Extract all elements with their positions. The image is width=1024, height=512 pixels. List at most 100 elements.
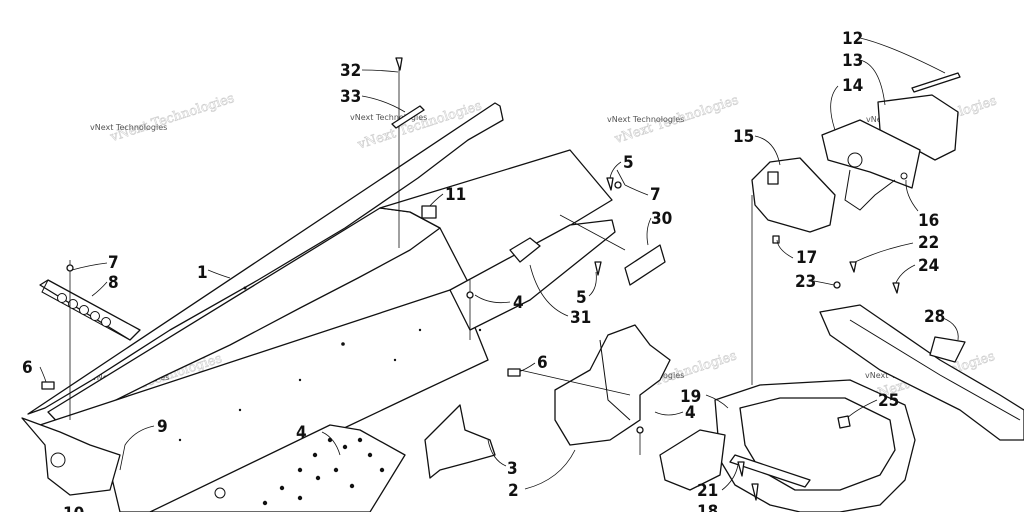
- axis-line: [559, 214, 626, 251]
- perforation: [297, 495, 303, 501]
- screw-5a: [606, 177, 614, 191]
- callout-13: 13: [842, 51, 863, 71]
- callout-24: 24: [918, 256, 939, 276]
- washer-23: [833, 281, 841, 289]
- callout-18: 18: [697, 502, 718, 512]
- snow-flap-body: [819, 304, 1024, 441]
- rivet: [341, 342, 345, 346]
- clip-11: [421, 205, 437, 219]
- perforation: [297, 467, 303, 473]
- callout-31: 31: [570, 308, 591, 328]
- rear-bracket: [424, 404, 496, 479]
- leader-28: [942, 317, 959, 341]
- tail-light-wire: [844, 169, 896, 211]
- leader-8: [91, 281, 108, 297]
- lens-clip: [767, 171, 779, 185]
- nut-4: [466, 291, 474, 299]
- vent-hole: [79, 305, 89, 315]
- bracket-hole: [50, 452, 66, 468]
- rivet: [478, 328, 482, 332]
- leader-7b: [624, 184, 649, 196]
- perforation: [367, 452, 373, 458]
- clip-25: [837, 415, 851, 429]
- perforation: [333, 467, 339, 473]
- callout-2: 2: [508, 481, 519, 501]
- leader-17: [776, 239, 794, 259]
- leader-22: [854, 242, 914, 263]
- axis-line: [616, 169, 626, 186]
- perforation: [262, 500, 268, 506]
- decal-28: [929, 336, 966, 363]
- callout-8: 8: [108, 273, 119, 293]
- callout-4c: 4: [685, 403, 696, 423]
- reflector-strip: [729, 454, 811, 488]
- rivet: [298, 378, 302, 382]
- tail-light-lens: [751, 157, 836, 233]
- washer-7: [66, 264, 74, 272]
- flange-hole: [214, 487, 226, 499]
- callout-19: 19: [680, 387, 701, 407]
- perforation: [357, 437, 363, 443]
- rivet: [418, 328, 422, 332]
- bracket-fold: [599, 339, 631, 421]
- rivet: [238, 408, 242, 412]
- leader-3: [487, 439, 507, 467]
- wire-connector: [900, 172, 908, 180]
- leader-16: [905, 179, 919, 212]
- callout-22: 22: [918, 233, 939, 253]
- tail-light-assembly: [751, 72, 961, 244]
- tunnel-front-bracket: [21, 417, 121, 496]
- leader-4b: [474, 294, 511, 304]
- leader-14: [830, 85, 839, 131]
- assembly-axes: [69, 60, 753, 455]
- leader-24: [894, 264, 916, 286]
- snow-flap-rib: [849, 319, 1021, 421]
- callout-28: 28: [924, 307, 945, 327]
- callout-7b: 7: [650, 185, 661, 205]
- nut-4c: [636, 426, 644, 434]
- leader-21: [721, 464, 739, 491]
- leader-4c: [654, 411, 684, 416]
- screw-5b: [594, 261, 602, 276]
- callout-11: 11: [445, 185, 466, 205]
- leader-5b: [588, 271, 597, 297]
- tunnel-top-rail: [27, 102, 504, 415]
- callout-6a: 6: [22, 358, 33, 378]
- callout-21: 21: [697, 481, 718, 501]
- perforation: [279, 485, 285, 491]
- callout-15: 15: [733, 127, 754, 147]
- callout-5b: 5: [576, 288, 587, 308]
- callout-labels: 1 2 3 4 4 4 5 5 6 6 7 7 8 9 10 11 12 13 …: [22, 29, 945, 512]
- hardware: [41, 57, 900, 501]
- vent-hole: [101, 317, 111, 327]
- heat-shield-body: [39, 279, 141, 341]
- callout-4b: 4: [513, 293, 524, 313]
- watermark-ghost: vNext Technologies: [108, 91, 236, 145]
- callout-4a: 4: [296, 423, 307, 443]
- screw-24: [892, 282, 900, 294]
- lens-nut: [772, 235, 780, 244]
- callout-1: 1: [197, 263, 208, 283]
- vent-hole: [57, 293, 67, 303]
- perforation: [312, 452, 318, 458]
- callout-33: 33: [340, 87, 361, 107]
- washer-7b: [614, 181, 622, 189]
- rivet: [178, 438, 182, 442]
- leader-9: [119, 425, 155, 471]
- leader-12: [859, 37, 946, 74]
- vent-hole: [68, 299, 78, 309]
- callout-12: 12: [842, 29, 863, 49]
- tunnel-rivets: [178, 286, 482, 442]
- flange-perforations: [262, 437, 385, 506]
- snow-flap-bracket: [554, 324, 671, 446]
- watermark-text: vNext Technologies: [90, 123, 167, 132]
- callout-17: 17: [796, 248, 817, 268]
- callout-23: 23: [795, 272, 816, 292]
- leader-30: [646, 217, 652, 246]
- leader-1: [207, 269, 231, 279]
- screw-21: [737, 461, 745, 477]
- callout-5a: 5: [623, 153, 634, 173]
- heat-shield: [39, 279, 141, 341]
- callout-7a: 7: [108, 253, 119, 273]
- watermark-text: vNext Technologies: [350, 113, 427, 122]
